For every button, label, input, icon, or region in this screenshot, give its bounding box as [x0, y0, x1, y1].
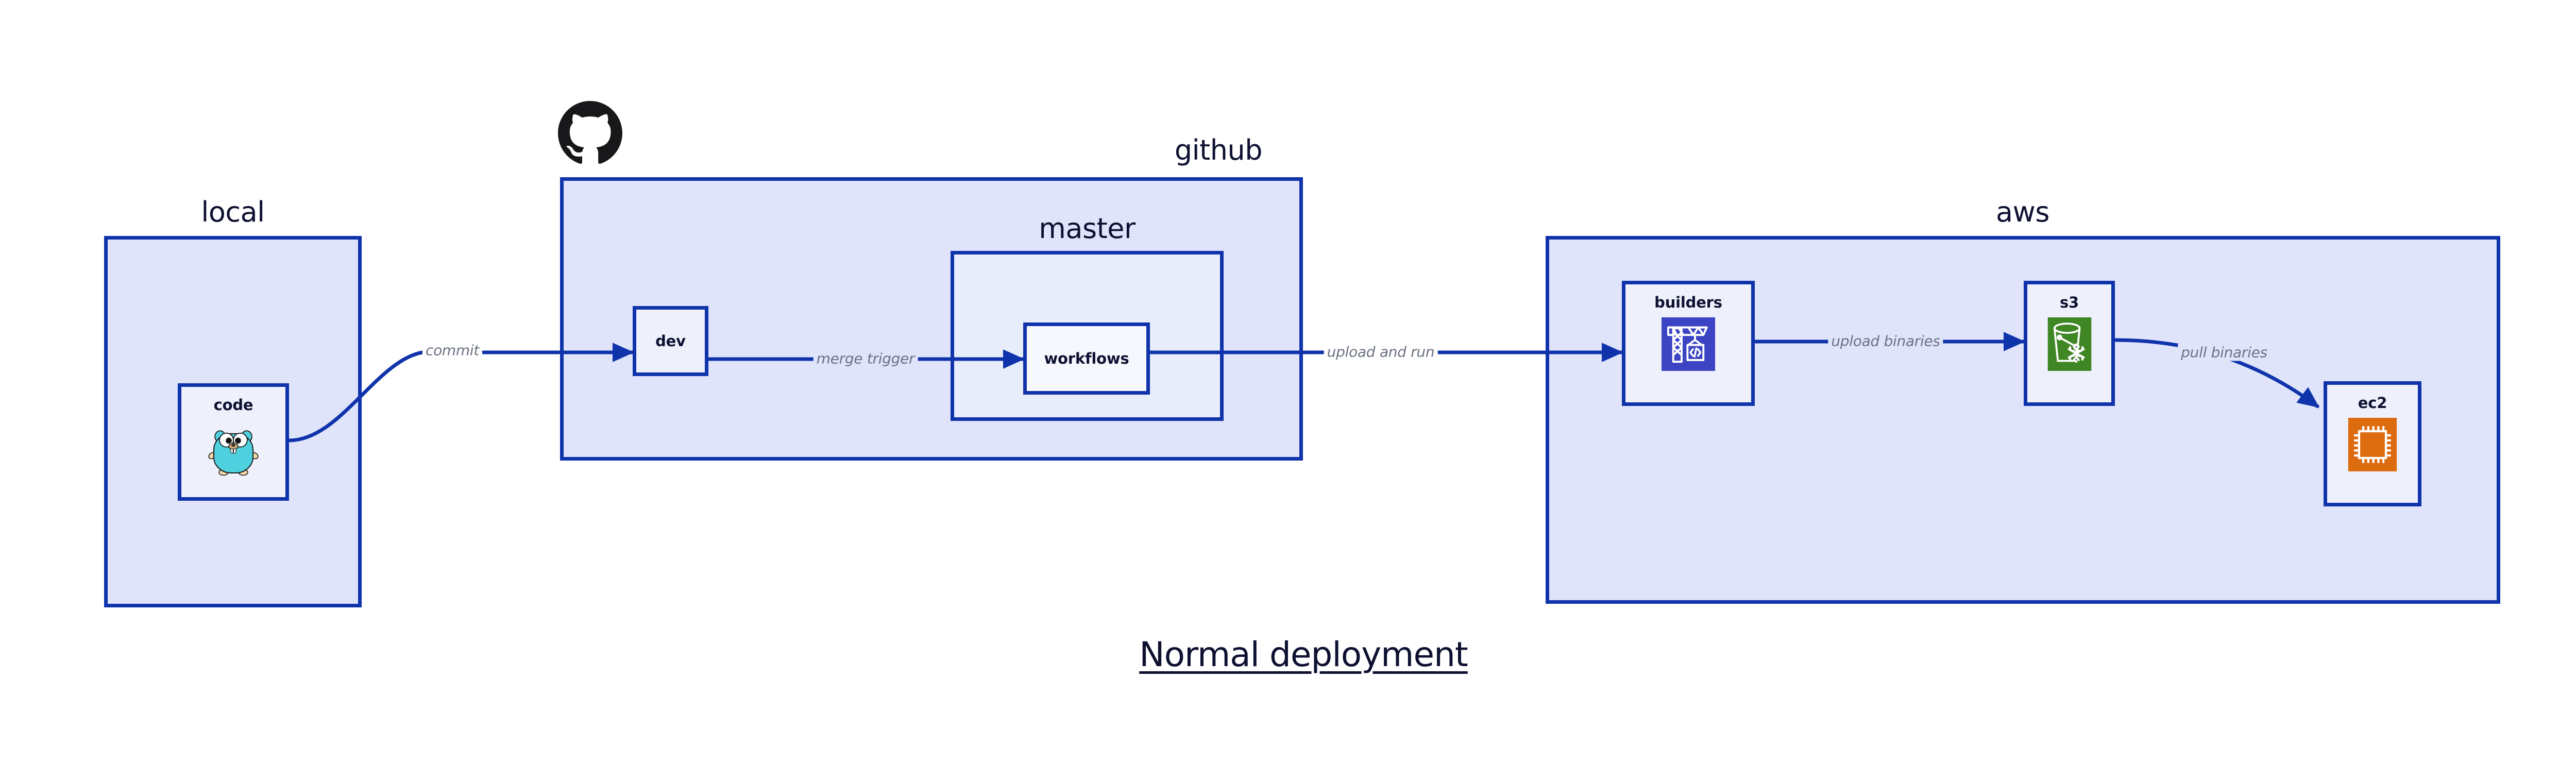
node-dev[interactable]: dev	[633, 306, 708, 376]
node-ec2-label: ec2	[2358, 394, 2387, 412]
edge-label-pull-binaries: pull binaries	[2178, 344, 2270, 361]
diagram-title: Normal deployment	[1139, 635, 1468, 674]
group-local-label: local	[201, 196, 265, 228]
aws-s3-glacier-icon	[2047, 317, 2092, 371]
group-github-label: github	[1174, 134, 1263, 166]
node-s3-label: s3	[2059, 294, 2079, 311]
node-workflows[interactable]: workflows	[1023, 322, 1150, 395]
group-master-label: master	[1039, 212, 1136, 245]
node-builders-label: builders	[1654, 294, 1722, 311]
aws-ec2-icon	[2347, 418, 2398, 471]
node-workflows-label: workflows	[1044, 350, 1129, 367]
edge-label-upload-binaries: upload binaries	[1828, 332, 1943, 350]
edge-label-upload-and-run: upload and run	[1324, 343, 1438, 361]
node-dev-label: dev	[655, 332, 686, 350]
node-ec2[interactable]: ec2	[2324, 381, 2421, 506]
group-aws-label: aws	[1996, 196, 2049, 228]
node-s3[interactable]: s3	[2024, 281, 2115, 406]
github-octocat-logo	[558, 101, 622, 165]
go-gopher-icon	[205, 420, 262, 478]
node-code-label: code	[213, 396, 253, 414]
edge-label-merge-trigger: merge trigger	[813, 350, 918, 367]
aws-codebuild-icon	[1662, 317, 1715, 371]
node-code[interactable]: code	[178, 383, 289, 501]
node-builders[interactable]: builders	[1622, 281, 1755, 406]
edge-label-commit: commit	[422, 342, 483, 359]
